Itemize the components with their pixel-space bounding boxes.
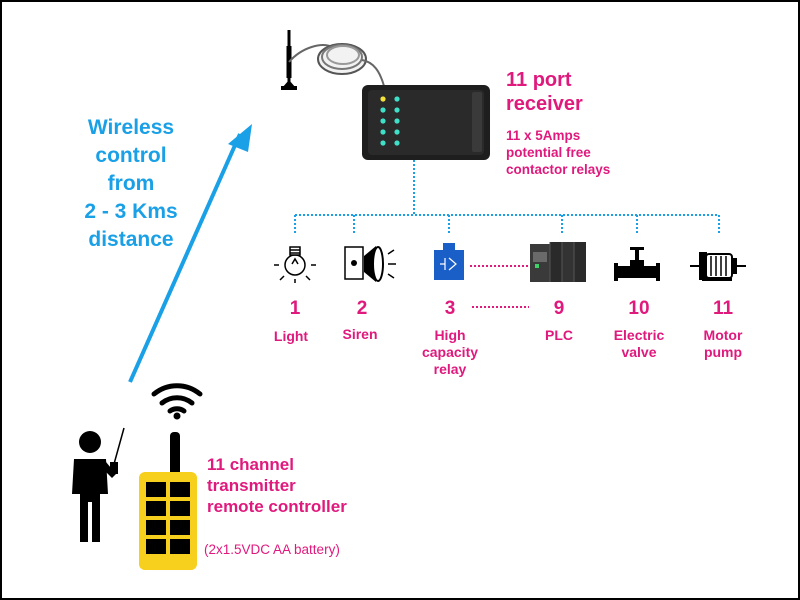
device-number: 9: [553, 298, 565, 319]
device-label: PLC: [545, 327, 573, 344]
device-label-line: Siren: [342, 326, 378, 342]
receiver-spec-line: potential free: [506, 145, 591, 160]
light-bulb-icon: [274, 246, 316, 283]
wireless-arrow-head: [228, 124, 252, 152]
device-label: Light: [274, 328, 308, 345]
receiver-spec: 11 x 5Amps potential free contactor rela…: [506, 127, 610, 178]
wireless-caption-line: Wireless: [87, 116, 175, 139]
device-number: 1: [289, 298, 301, 319]
antenna-icon: [281, 30, 297, 90]
device-label-line: Motor: [703, 327, 743, 343]
device-label: Siren: [342, 326, 377, 343]
receiver-box-icon: [362, 85, 490, 160]
device-number: 10: [628, 298, 650, 319]
device-label-line: pump: [703, 344, 743, 360]
receiver-spec-line: contactor relays: [506, 162, 611, 177]
receiver-title: 11 port receiver: [506, 68, 583, 116]
motor-pump-icon: [690, 252, 746, 281]
plc-icon: [530, 242, 586, 282]
device-number: 3: [444, 298, 456, 319]
wireless-caption-line: control: [95, 144, 167, 167]
device-label-line: Light: [273, 328, 309, 344]
valve-icon: [614, 247, 660, 281]
device-label-line: High: [434, 327, 466, 343]
wireless-caption-line: 2 - 3 Kms: [84, 200, 178, 223]
device-number: 11: [712, 298, 734, 319]
person-icon: [72, 427, 125, 542]
device-label-line: capacity: [421, 344, 479, 360]
receiver-title-line: 11 port: [506, 69, 572, 91]
device-label: Motor pump: [704, 327, 743, 361]
transmitter-title-line: transmitter: [207, 476, 296, 495]
device-label-line: valve: [621, 344, 657, 360]
wifi-icon: [151, 383, 203, 420]
device-label-line: Electric: [613, 327, 665, 343]
wireless-caption: Wireless control from 2 - 3 Kms distance: [84, 114, 177, 254]
wireless-arrow: [128, 133, 242, 383]
transmitter-title-line: remote controller: [207, 497, 347, 516]
device-label: Electric valve: [614, 327, 665, 361]
receiver-spec-line: 11 x 5Amps: [506, 128, 581, 143]
antenna-cable-icon: [288, 43, 385, 87]
transmitter-title-line: 11 channel: [207, 455, 294, 474]
wireless-caption-line: from: [107, 172, 155, 195]
device-label-line: relay: [433, 361, 467, 377]
device-label: High capacity relay: [422, 327, 478, 378]
transmitter-battery: (2x1.5VDC AA battery): [204, 542, 340, 557]
device-number: 2: [356, 298, 368, 319]
receiver-title-line: receiver: [506, 93, 583, 115]
siren-icon: [344, 246, 396, 282]
wireless-caption-line: distance: [88, 228, 174, 251]
range-connectors: [470, 265, 530, 308]
distribution-lines: [294, 160, 720, 234]
device-label-line: PLC: [545, 327, 573, 343]
remote-controller-icon: [139, 432, 197, 570]
transmitter-title: 11 channel transmitter remote controller: [207, 454, 347, 517]
relay-icon: [434, 243, 464, 280]
